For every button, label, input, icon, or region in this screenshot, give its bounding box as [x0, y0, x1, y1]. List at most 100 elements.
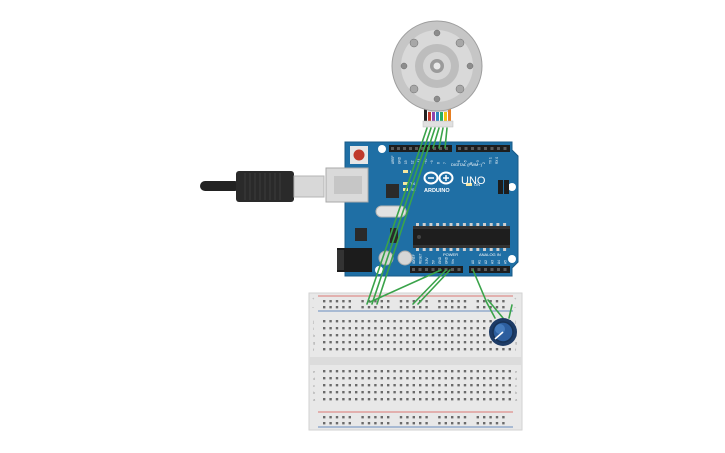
digital-pin-label: ~3: [476, 160, 480, 164]
digital-pin-label: 2: [482, 162, 486, 164]
svg-text:c: c: [515, 383, 517, 388]
led-l: [403, 170, 408, 173]
pin-hole[interactable]: [415, 147, 418, 150]
wire-motor-to-digital-pin[interactable]: [438, 127, 444, 149]
usb-chip: [386, 184, 399, 198]
pin-hole[interactable]: [418, 268, 422, 271]
motor-wire: [444, 108, 447, 122]
svg-text:c: c: [313, 383, 315, 388]
svg-text:f: f: [515, 347, 517, 352]
rotary-motor[interactable]: [391, 20, 483, 128]
pin-hole[interactable]: [403, 147, 406, 150]
mounting-hole: [378, 145, 386, 153]
reset-button[interactable]: [353, 149, 365, 161]
led-tx: [403, 182, 408, 185]
arduino-uno-board[interactable]: L TX RX ON ARDUINO UNO DIGITAL (PWM~) AR…: [325, 141, 519, 277]
pin-hole[interactable]: [471, 147, 474, 150]
pin-hole[interactable]: [438, 268, 441, 271]
pin-hole[interactable]: [431, 268, 435, 271]
digital-pin-label: AREF: [391, 155, 395, 164]
motor-wire: [432, 108, 435, 122]
pin-hole[interactable]: [457, 268, 461, 271]
wire-gnd-to-breadboard[interactable]: [412, 269, 447, 305]
motor-connector: [422, 120, 454, 128]
power-jack-front: [337, 250, 344, 270]
svg-text:d: d: [515, 376, 517, 381]
pin-hole[interactable]: [464, 147, 468, 150]
capacitor: [397, 250, 413, 266]
pin-hole[interactable]: [497, 268, 500, 271]
pin-hole[interactable]: [391, 147, 394, 150]
arduino-logo-text: ARDUINO: [424, 188, 450, 194]
wire-motor-to-digital-pin[interactable]: [444, 127, 448, 149]
digital-pin-label: GND: [398, 156, 402, 164]
wire-gnd-to-breadboard[interactable]: [417, 269, 451, 305]
pin-hole[interactable]: [397, 147, 400, 150]
pin-hole[interactable]: [433, 147, 436, 150]
led-on-label: ON: [474, 182, 480, 187]
digital-pin-label: ~9: [430, 160, 434, 164]
wire-potentiometer-to-rail[interactable]: [508, 304, 513, 319]
pin-hole[interactable]: [451, 268, 454, 271]
usb-cable[interactable]: [200, 171, 325, 202]
digital-pin-label: 4: [470, 162, 474, 164]
pin-hole[interactable]: [490, 147, 494, 150]
mounting-hole: [508, 183, 516, 191]
pin-hole[interactable]: [484, 147, 487, 150]
analog-pin-label: A0: [471, 260, 475, 264]
pin-hole[interactable]: [445, 147, 448, 150]
wire-a0-to-potentiometer[interactable]: [472, 269, 496, 319]
wire-motor-to-breadboard[interactable]: [376, 127, 436, 305]
atmega-microcontroller: [413, 226, 510, 248]
digital-pin-label: RX 0: [495, 157, 499, 164]
digital-pin-label: 13: [404, 160, 408, 164]
svg-text:i: i: [313, 326, 314, 331]
wire-potentiometer-to-rail[interactable]: [487, 299, 504, 319]
breadboard-center-channel: [309, 357, 522, 365]
pin-hole[interactable]: [477, 268, 481, 271]
wire-motor-to-breadboard[interactable]: [371, 127, 432, 305]
pin-hole[interactable]: [412, 268, 415, 271]
pin-hole[interactable]: [497, 147, 500, 150]
motor-wire: [440, 108, 443, 122]
pin-hole[interactable]: [425, 268, 428, 271]
wire-5v-to-breadboard[interactable]: [369, 269, 442, 303]
rail-plus-label: +: [514, 296, 517, 301]
atmega-pins: [416, 223, 507, 251]
potentiometer[interactable]: [489, 318, 517, 346]
pin-hole[interactable]: [439, 147, 442, 150]
digital-pin-label: TX 1: [489, 157, 493, 164]
pin-hole[interactable]: [409, 147, 412, 150]
power-header-label: POWER: [443, 252, 458, 257]
pin-hole[interactable]: [458, 147, 461, 150]
pin-hole[interactable]: [490, 268, 494, 271]
svg-text:e: e: [313, 369, 316, 374]
pin-hole[interactable]: [421, 147, 424, 150]
pin-hole[interactable]: [503, 268, 507, 271]
pin-hole[interactable]: [477, 147, 481, 150]
digital-pin-label: ~5: [463, 160, 467, 164]
wires[interactable]: [366, 127, 513, 319]
wire-motor-to-digital-pin[interactable]: [432, 127, 440, 149]
digital-pin-label: ~10: [424, 158, 428, 164]
crystal-oscillator: [375, 205, 407, 218]
power-analog-pin-holes: [412, 268, 507, 271]
pin-hole[interactable]: [484, 268, 487, 271]
potentiometer-knob-highlight: [495, 324, 505, 334]
power-pin-label: RESET: [419, 253, 423, 264]
rail-minus-label: −: [312, 305, 315, 310]
svg-text:f: f: [313, 347, 315, 352]
motor-wire: [436, 108, 439, 122]
breadboard[interactable]: + − + − jjiihhggffeeddccbbaa: [308, 292, 523, 431]
usb-cable-plug-grip: [244, 173, 281, 200]
digital-pin-label: ~6: [457, 160, 461, 164]
led-rx-label: RX: [410, 187, 416, 192]
wire-motor-to-breadboard[interactable]: [366, 127, 428, 305]
pin-hole[interactable]: [503, 147, 507, 150]
digital-pin-label: 7: [443, 162, 447, 164]
